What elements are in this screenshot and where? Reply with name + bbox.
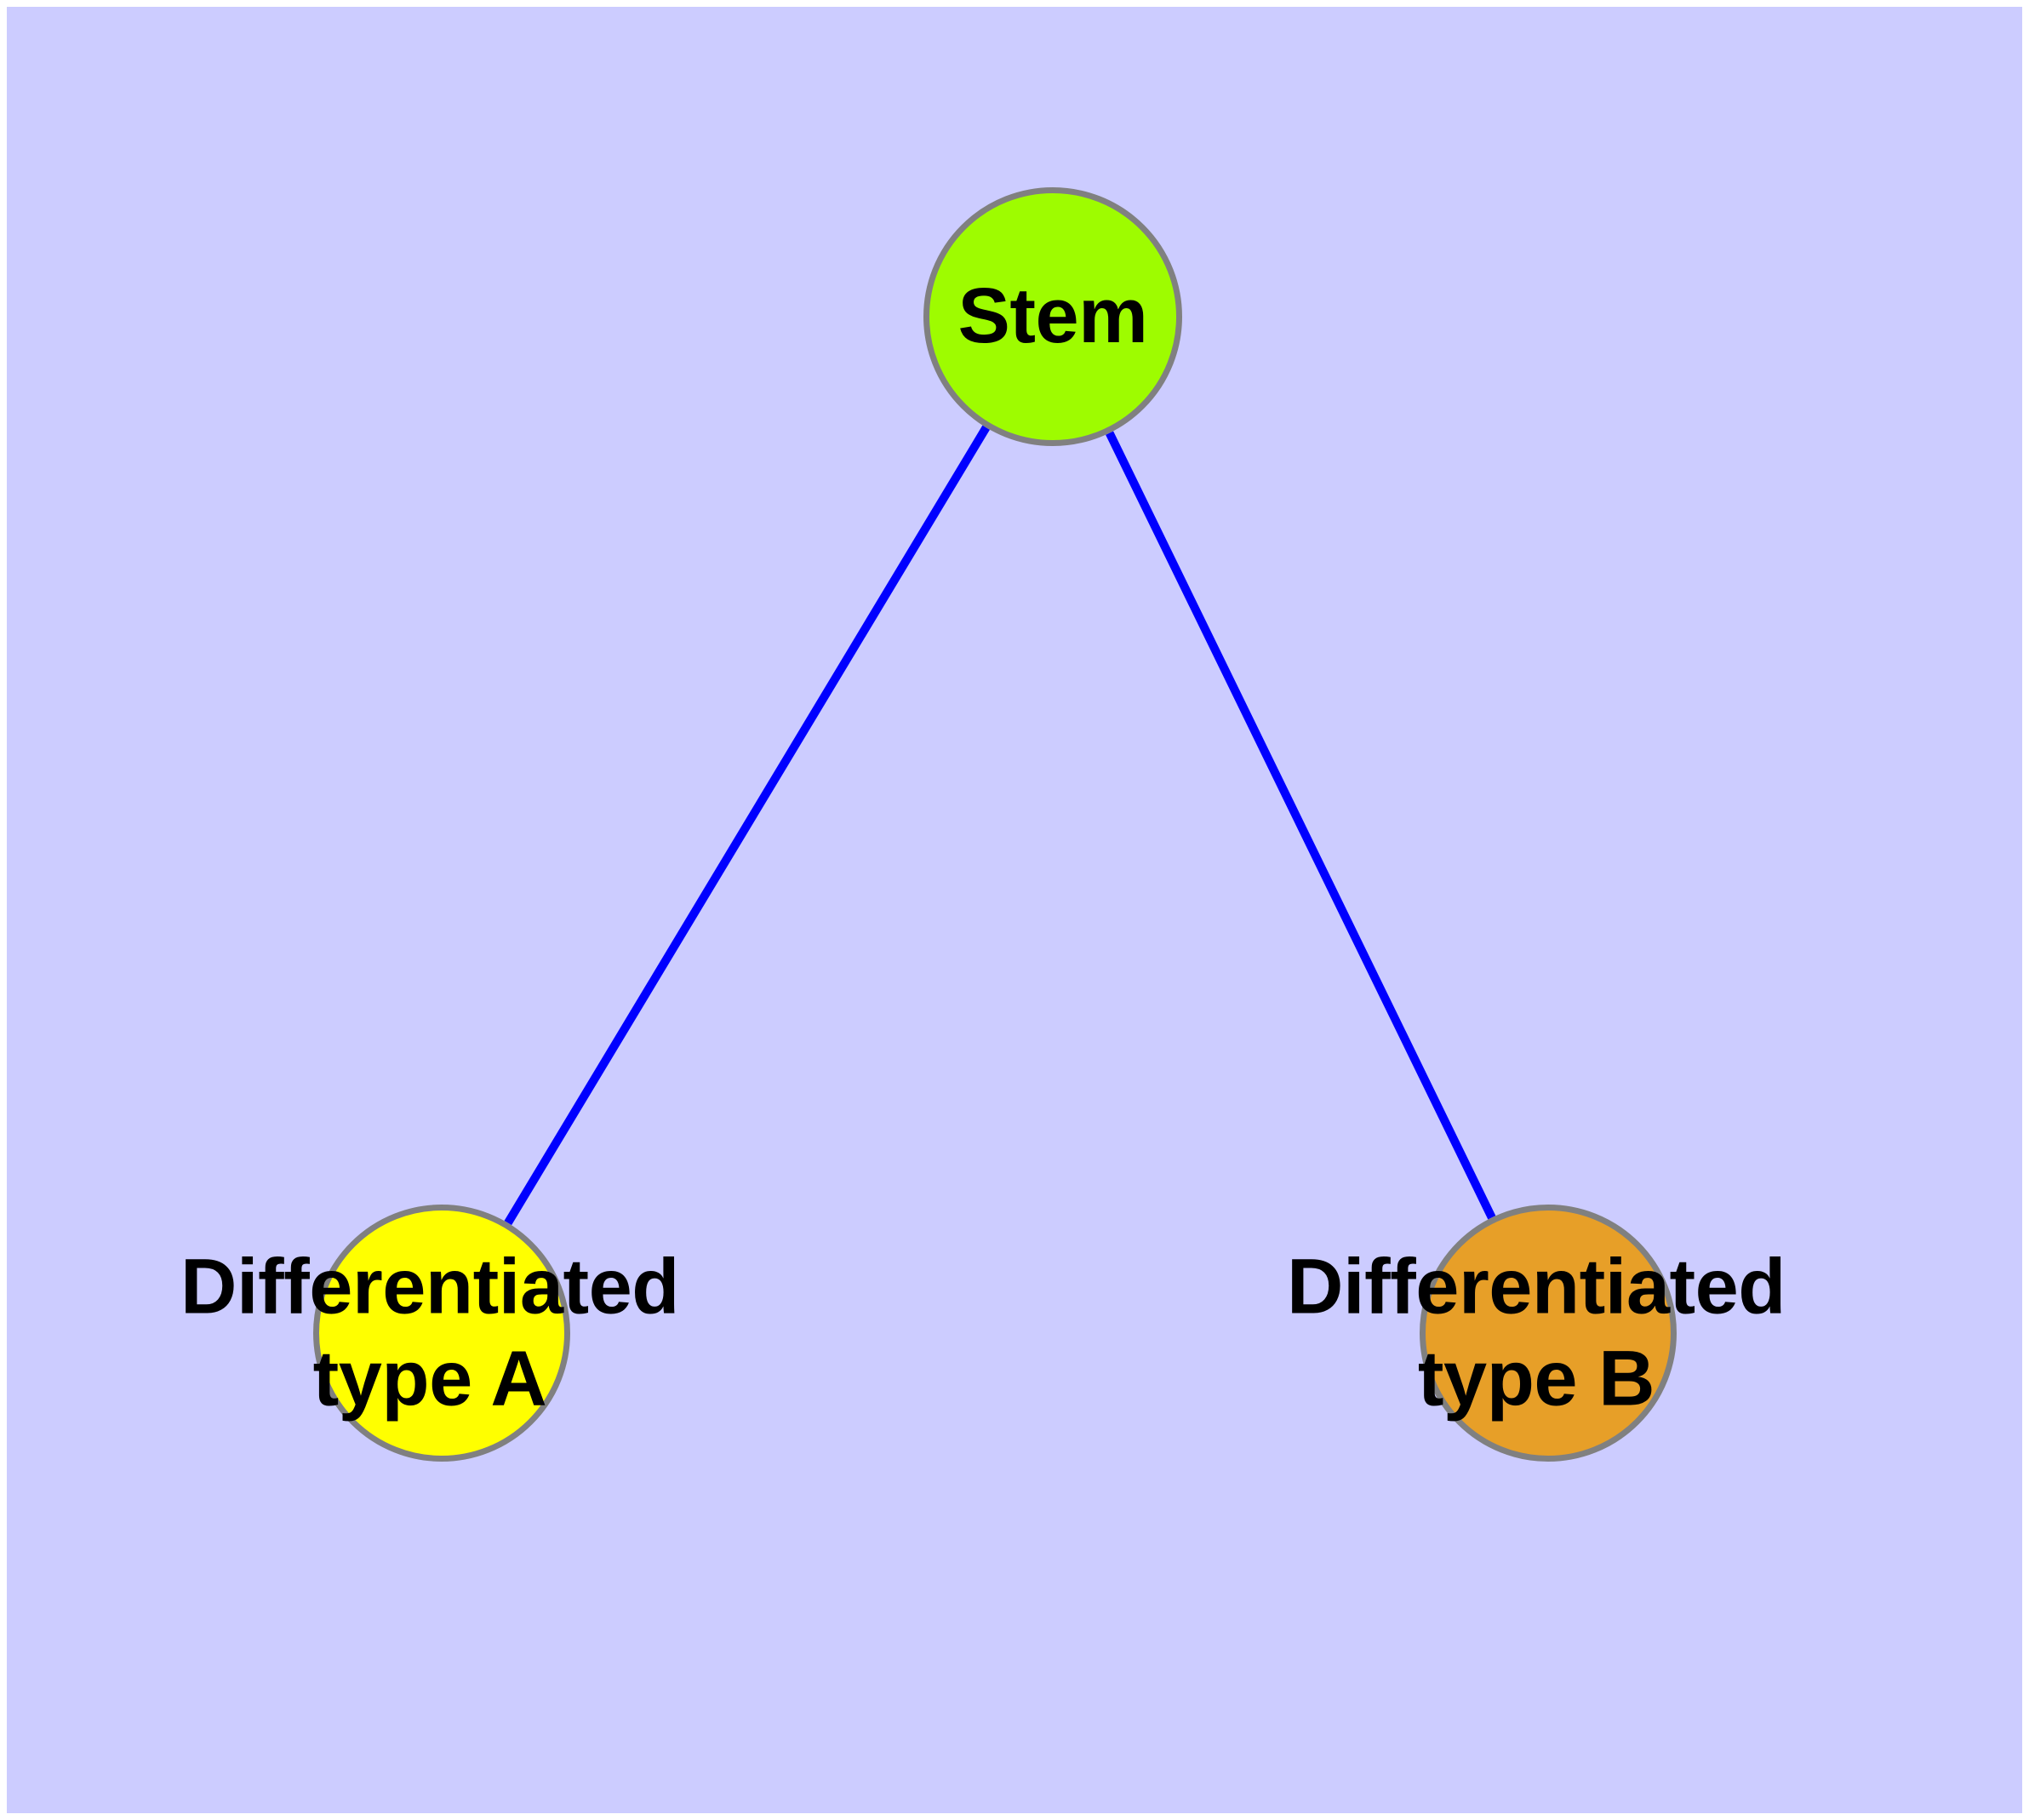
edge-layer	[504, 425, 1496, 1226]
node-diff-a[interactable]	[313, 1205, 570, 1462]
node-layer	[313, 187, 1677, 1462]
node-stem[interactable]	[923, 187, 1182, 446]
edge-stem-to-diff-b[interactable]	[1106, 431, 1496, 1220]
node-diff-b[interactable]	[1420, 1205, 1677, 1462]
edge-stem-to-diff-a[interactable]	[504, 425, 990, 1226]
